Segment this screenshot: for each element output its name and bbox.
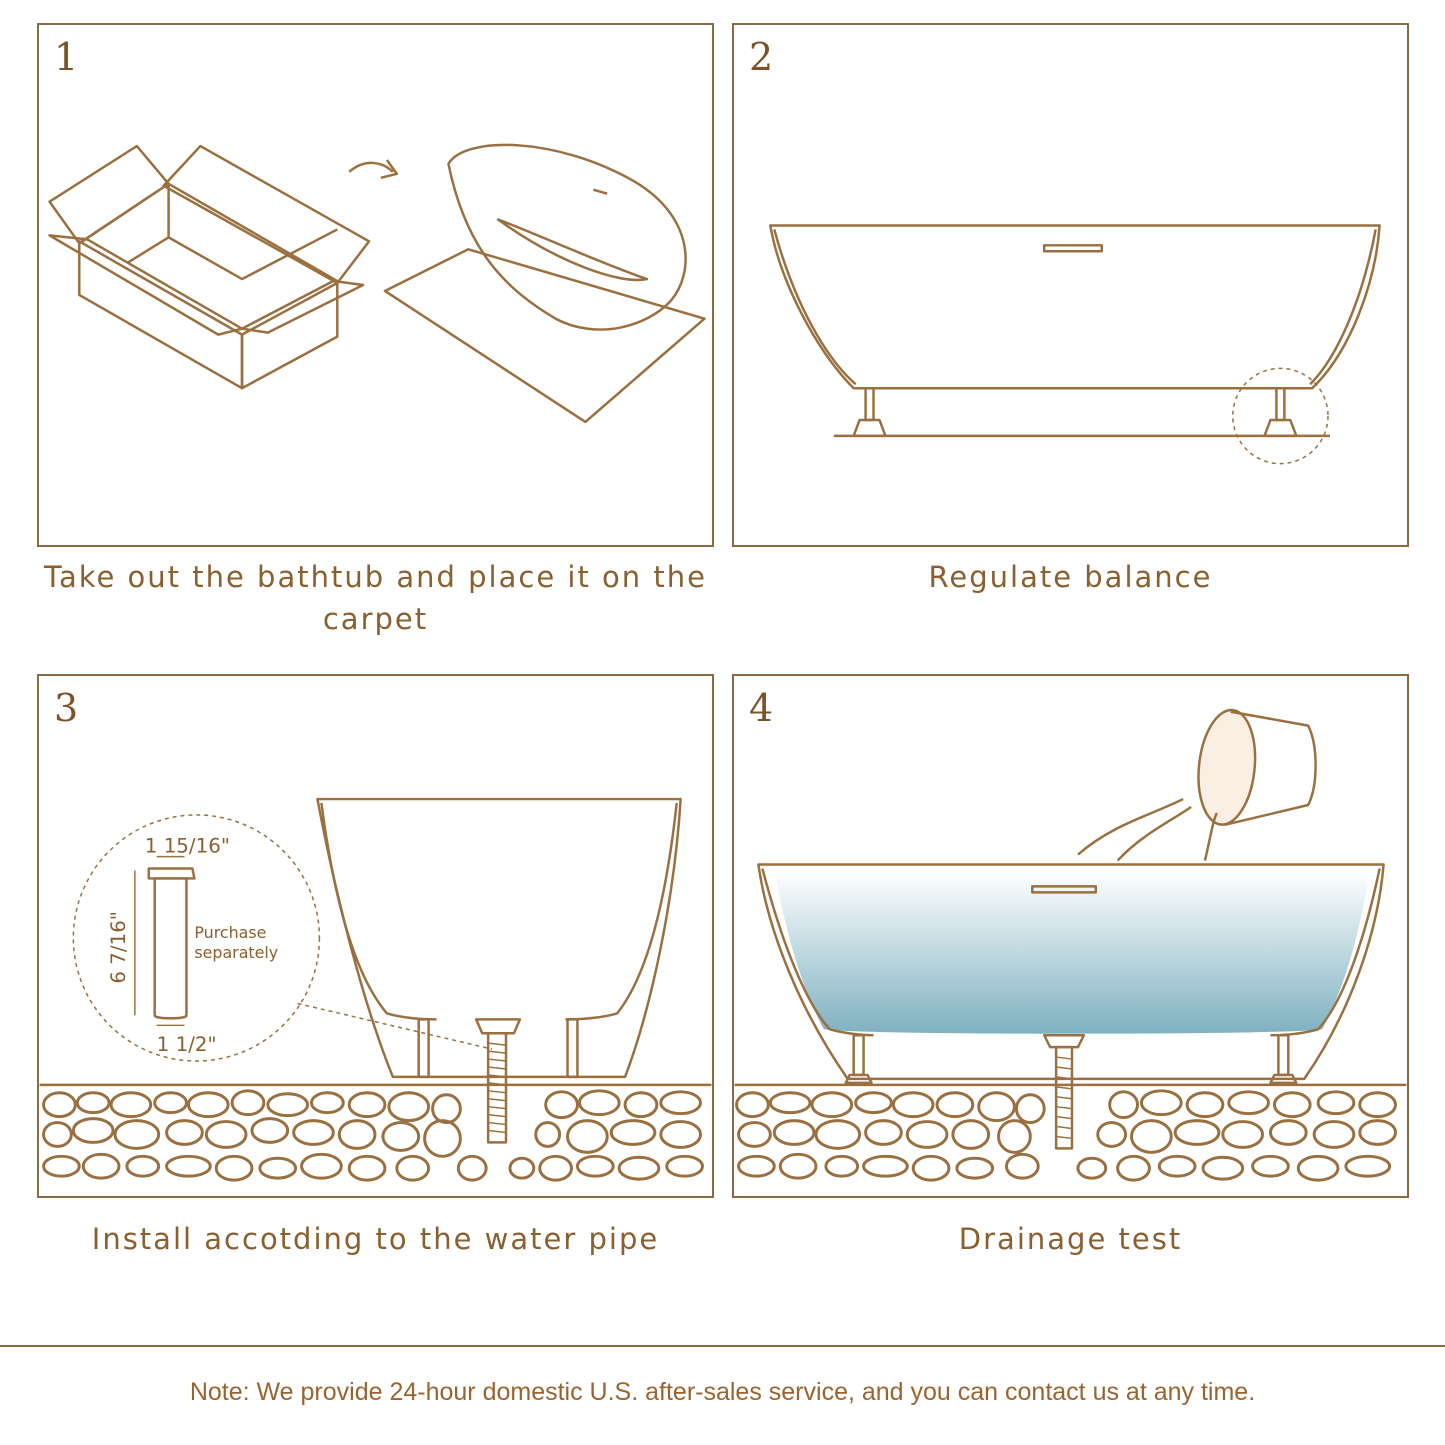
- box-right-flap: [162, 144, 371, 285]
- balance-illustration: [769, 224, 1381, 465]
- water-stream: [1077, 797, 1184, 856]
- purchase-note-line1: Purchase: [194, 923, 266, 942]
- bucket-icon: [1197, 708, 1257, 826]
- step-2-panel: 2: [732, 23, 1409, 547]
- bathtub-side: [769, 224, 1381, 390]
- pipe-top-width: 1 15/16": [145, 835, 230, 858]
- step-2-caption: Regulate balance: [928, 560, 1213, 594]
- detail-highlight: [1232, 367, 1329, 465]
- bathtub: [447, 143, 687, 331]
- step-4-caption: Drainage test: [958, 1222, 1183, 1256]
- step-1-panel: 1: [37, 23, 714, 547]
- drain-pipe: [474, 1018, 522, 1035]
- leg-left: [417, 1018, 430, 1079]
- step-4-panel: 4: [732, 674, 1409, 1198]
- bathtub-end: [316, 797, 682, 1079]
- pipe-height: 6 7/16": [107, 911, 130, 984]
- overflow-drain: [1042, 244, 1103, 253]
- carpet: [383, 248, 706, 424]
- install-illustration: 1 15/16" 6 7/16" 1 1/2" Purchase separat…: [39, 797, 712, 1182]
- step-number: 1: [54, 35, 79, 79]
- unbox-illustration: [48, 143, 706, 424]
- step-number: 2: [749, 35, 774, 79]
- overflow-drain: [1031, 885, 1098, 894]
- bathtub-filled: [757, 863, 1385, 1081]
- pebble-floor: [42, 1089, 704, 1182]
- box-right-side: [240, 281, 339, 390]
- step-number: 4: [749, 686, 774, 730]
- water-fill: [774, 870, 1370, 1034]
- step-3-panel: 1 15/16" 6 7/16" 1 1/2" Purchase separat…: [37, 674, 714, 1198]
- step-3-caption: Install accotding to the water pipe: [91, 1222, 660, 1256]
- step-1-caption: Take out the bathtub and place it on the…: [44, 560, 707, 636]
- pipe-bottom-width: 1 1/2": [157, 1033, 217, 1056]
- pipe-detail-callout: [72, 814, 321, 1062]
- footer-divider: [0, 1345, 1445, 1347]
- arrow-icon: [348, 161, 394, 173]
- footer-note: Note: We provide 24-hour domestic U.S. a…: [189, 1378, 1256, 1406]
- pipe-part: [147, 867, 196, 880]
- drainage-illustration: [734, 708, 1407, 1182]
- purchase-note-line2: separately: [194, 943, 278, 962]
- leg-right: [566, 1018, 579, 1079]
- step-number: 3: [54, 686, 79, 730]
- leveling-foot-left: [864, 386, 875, 422]
- drain-pipe: [1042, 1033, 1086, 1049]
- leveling-foot-right: [1275, 386, 1286, 422]
- pebble-floor: [735, 1089, 1397, 1182]
